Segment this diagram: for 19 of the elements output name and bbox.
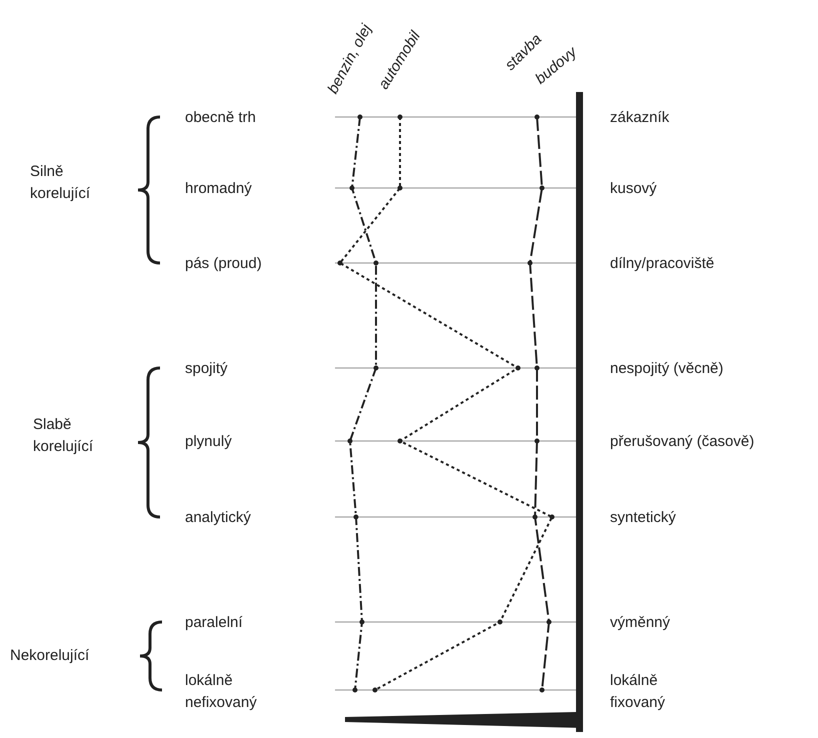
row-label: kusový [610,179,657,199]
row-label: syntetický [610,508,676,528]
row-label: výměnný [610,613,670,633]
row-label: spojitý [185,359,228,379]
row-label: Slabě korelující [33,415,94,457]
row-label: analytický [185,508,251,528]
row-label: lokálně fixovaný [610,671,666,713]
row-label: dílny/pracoviště [610,254,714,274]
row-label: plynulý [185,432,232,452]
row-label: Silně korelující [30,162,92,204]
row-label: hromadný [185,179,252,199]
row-label: zákazník [610,108,670,128]
row-label: přerušovaný (časově) [610,432,754,452]
row-label: Nekorelující [10,646,90,666]
row-label: pás (proud) [185,254,262,274]
row-label: lokálně nefixovaný [185,671,258,713]
row-label: obecně trh [185,108,256,128]
row-label: nespojitý (věcně) [610,359,724,379]
row-label: paralelní [185,613,243,633]
